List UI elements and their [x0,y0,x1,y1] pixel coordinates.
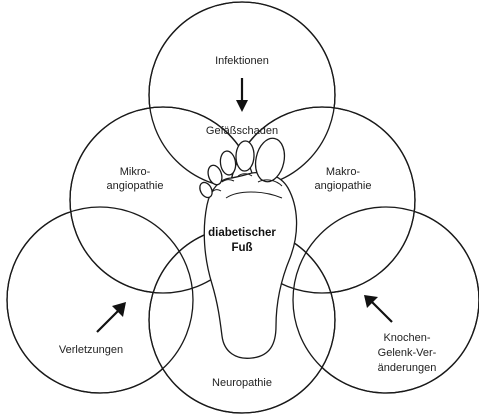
label-infektionen: Infektionen [215,55,269,67]
label-knochen-line3: änderungen [378,362,437,374]
label-center-line1: diabetischer [208,227,276,239]
label-knochen-line1: Knochen- [383,332,430,344]
label-center-line2: Fuß [231,242,252,254]
label-neuropathie: Neuropathie [212,377,272,389]
label-makro-line2: angiopathie [315,180,372,192]
label-verletzungen: Verletzungen [59,344,123,356]
label-knochen-line2: Gelenk-Ver- [378,347,437,359]
label-mikro-line1: Mikro- [120,166,151,178]
label-makro-line1: Makro- [326,166,361,178]
label-gefaessschaden: Gefäßschaden [206,125,278,137]
label-mikro-line2: angiopathie [107,180,164,192]
